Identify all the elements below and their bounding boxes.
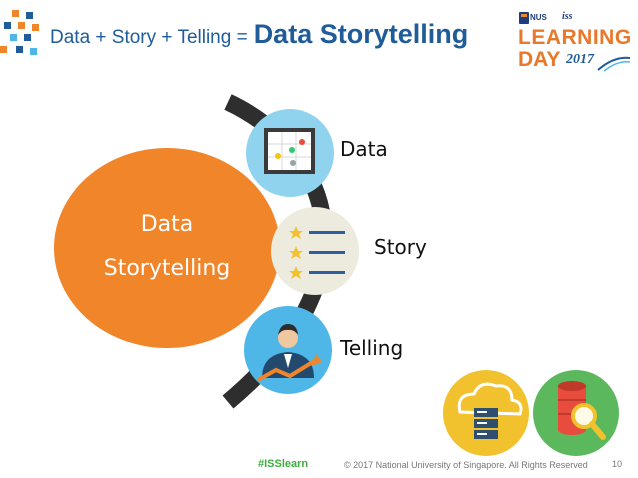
hashtag: #ISSlearn [258,458,309,470]
chart-board-icon [264,128,315,174]
pixel-decoration-icon [0,10,39,55]
telling-node [244,306,332,394]
cloud-icon [457,382,523,416]
title-main: Data Storytelling [253,19,469,49]
center-ellipse [54,148,280,348]
logo-line1: LEARNING [518,26,632,49]
nus-text: NUS [530,13,547,22]
logo-line2: DAY [518,48,561,71]
swoosh-icon [597,56,630,72]
magnifier-icon [571,403,606,440]
server-icon [474,408,498,439]
data-node [246,109,334,197]
label-data: Data [340,137,388,161]
database-search-node [533,370,619,456]
logo-year: 2017 [566,52,594,67]
slide-title: Data + Story + Telling =Data Storytellin… [50,19,468,59]
story-node [271,207,359,295]
copyright-text: © 2017 National University of Singapore.… [344,460,588,470]
presenter-icon [257,324,322,382]
label-telling: Telling [340,336,404,360]
star-list-icon [289,226,345,279]
center-line1: Data [140,212,194,237]
center-line2: Storytelling [103,256,231,281]
cloud-server-node [443,370,529,456]
page-number: 10 [612,459,623,469]
nus-crest-icon [519,12,529,24]
title-prefix: Data + Story + Telling = [50,27,248,48]
label-story: Story [374,235,427,259]
iss-text: iss [562,11,573,22]
